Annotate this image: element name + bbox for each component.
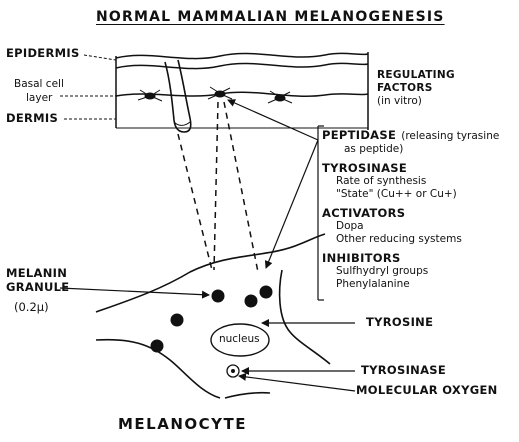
epidermis-top-line	[116, 53, 368, 58]
melanin-size-label: (0.2μ)	[14, 302, 49, 314]
skin-section	[116, 52, 368, 130]
tyrosinase-site	[227, 365, 239, 377]
factor-tyrosinase: TYROSINASE Rate of synthesis "State" (Cu…	[322, 162, 499, 201]
granule-1	[212, 290, 225, 303]
basal-cell-label-line2: layer	[26, 93, 52, 104]
regulating-label-line3: (in vitro)	[377, 96, 422, 107]
basal-melanocyte-1	[138, 90, 162, 101]
epidermis-second-line	[116, 63, 368, 68]
factor-inhibitors: INHIBITORS Sulfhydryl groups Phenylalani…	[322, 252, 499, 291]
nucleus-label: nucleus	[219, 334, 260, 345]
epidermis-label: EPIDERMIS	[6, 48, 80, 60]
factors-list: PEPTIDASE (releasing tyrasine as peptide…	[322, 127, 499, 291]
diagram-title: NORMAL MAMMALIAN MELANOGENESIS	[96, 10, 445, 24]
oxygen-label: MOLECULAR OXYGEN	[356, 385, 498, 397]
granule-4	[171, 314, 184, 327]
regulating-label-line2: FACTORS	[377, 83, 433, 94]
granule-3	[260, 286, 273, 299]
melanin-label-line1: MELANIN	[6, 268, 67, 280]
skin-label-leaders	[60, 55, 116, 119]
granule-5	[151, 340, 164, 353]
melanocyte-title: MELANOCYTE	[118, 417, 247, 432]
regulating-label-line1: REGULATING	[377, 70, 455, 81]
dermis-label: DERMIS	[6, 113, 58, 125]
granule-2	[245, 295, 258, 308]
melanocyte-cell	[96, 234, 330, 398]
basal-cell-label-line1: Basal cell	[14, 79, 64, 90]
factor-peptidase: PEPTIDASE (releasing tyrasine as peptide…	[322, 127, 499, 156]
factor-activators: ACTIVATORS Dopa Other reducing systems	[322, 207, 499, 246]
tyrosinase-label: TYROSINASE	[361, 365, 446, 377]
tyrosine-label: TYROSINE	[366, 317, 433, 329]
basal-melanocyte-3	[268, 91, 292, 103]
melanin-label-line2: GRANULE	[6, 282, 69, 294]
